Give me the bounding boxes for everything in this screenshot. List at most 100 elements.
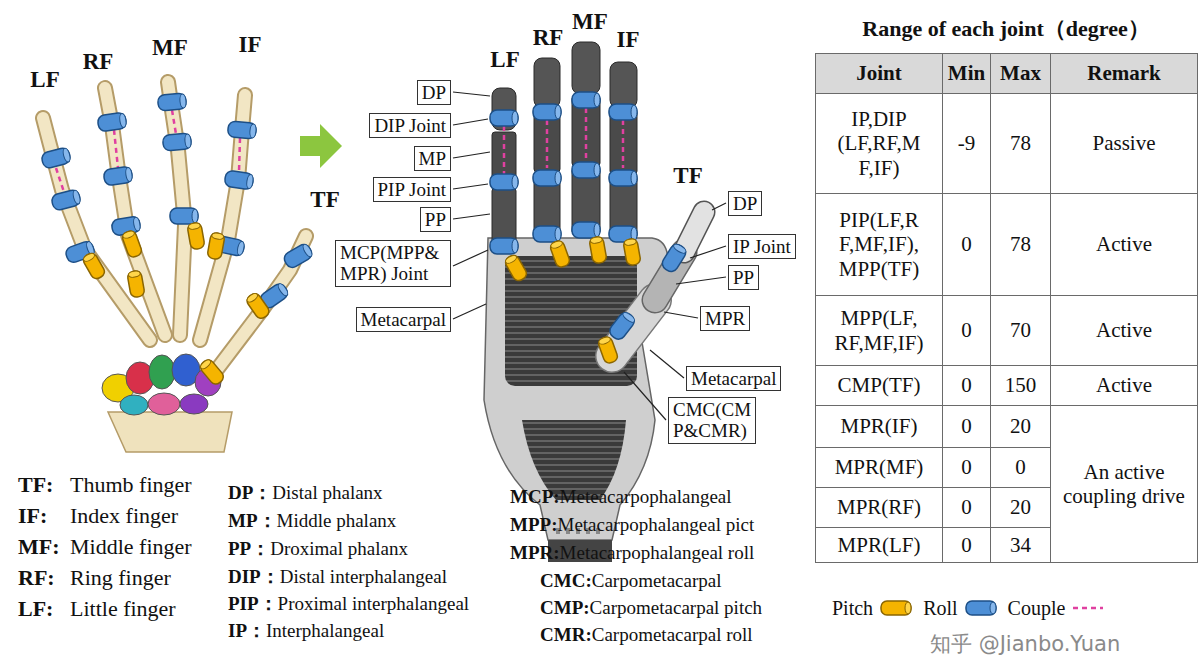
- finger-name: LF: [30, 67, 59, 93]
- legend-swatch: [1069, 596, 1107, 620]
- abbreviation-line: LF:Little finger: [18, 596, 176, 622]
- callout-box: DP: [417, 80, 451, 105]
- table-cell: 0: [942, 295, 990, 365]
- abbreviation-meaning: Carpometacarpal pitch: [590, 597, 763, 618]
- legend-swatch: [877, 596, 915, 620]
- table-title: Range of each joint（degree）: [862, 16, 1149, 41]
- roll-symbol: [966, 601, 996, 615]
- table-value: MPR(MF): [835, 455, 924, 479]
- table-cell: 20: [990, 487, 1050, 527]
- table-header: Max: [1000, 61, 1041, 85]
- callout-box: MPR: [700, 306, 750, 331]
- abbreviation-line: CMP:Carpometacarpal pitch: [540, 597, 762, 619]
- abbreviation-key: RF:: [18, 565, 70, 591]
- legend-text: Pitch: [832, 597, 873, 620]
- abbreviation-meaning: Index finger: [70, 503, 178, 528]
- abbreviation-line: TF:Thumb finger: [18, 472, 192, 498]
- finger-segments: [492, 42, 637, 246]
- table-value: Passive: [1093, 131, 1156, 155]
- callout-text: CMC(CM P&CMR): [673, 399, 751, 442]
- abbreviation-meaning: Metacarpophalangeal pict: [557, 514, 754, 535]
- table-value: IP,DIP (LF,RF,M F,IF): [820, 107, 938, 179]
- table-value: MPP(LF, RF,MF,IF): [820, 306, 938, 354]
- table-cell: Active: [1050, 193, 1197, 295]
- table-cell: 78: [990, 93, 1050, 193]
- table-cell: MPR(MF): [815, 447, 942, 487]
- table-cell: Active: [1050, 295, 1197, 365]
- table-cell: 0: [942, 527, 990, 562]
- green-arrow: [300, 124, 342, 168]
- abbreviation-key: PIP：: [228, 593, 278, 614]
- table-value: 0: [961, 373, 972, 397]
- roll-symbol-end: [990, 602, 996, 614]
- table-cell: MPR(LF): [815, 527, 942, 562]
- abbreviation-key: MPR:: [510, 542, 560, 563]
- abbreviation-key: IF:: [18, 503, 70, 529]
- table-value: 0: [961, 232, 972, 256]
- table-value: 150: [1005, 373, 1037, 397]
- callout-text: IP Joint: [733, 236, 791, 257]
- abbreviation-line: MCP:Meteacarpophalangeal: [510, 486, 732, 508]
- table-value: 0: [961, 495, 972, 519]
- callout-text: DIP Joint: [374, 115, 446, 136]
- abbreviation-key: MPP:: [510, 514, 557, 535]
- table-value: 78: [1010, 131, 1031, 155]
- abbreviation-line: PP：Droximal phalanx: [228, 536, 408, 562]
- callout-box: DP: [728, 191, 762, 216]
- abbreviation-meaning: Distal interphalangeal: [280, 566, 447, 587]
- table-cell: 0: [942, 405, 990, 447]
- joint-cylinders: [40, 93, 314, 387]
- abbreviation-key: MF:: [18, 534, 70, 560]
- callout-box: PP: [420, 207, 451, 232]
- callout-text: DP: [422, 82, 446, 103]
- table-value: CMP(TF): [838, 373, 921, 397]
- finger-name: MF: [572, 9, 608, 35]
- table-value: MPR(LF): [838, 533, 921, 557]
- abbreviation-line: PIP：Proximal interphalangeal: [228, 591, 469, 617]
- legend-text: Couple: [1008, 597, 1066, 620]
- bone-fill: [43, 82, 306, 372]
- abbreviation-key: TF:: [18, 472, 70, 498]
- abbreviation-line: CMR:Carpometacarpal roll: [540, 624, 753, 646]
- table-cell: 150: [990, 365, 1050, 405]
- table-cell: Max: [990, 53, 1050, 93]
- bone-outline: [43, 82, 306, 372]
- table-cell: IP,DIP (LF,RF,M F,IF): [815, 93, 942, 193]
- abbreviation-line: CMC:Carpometacarpal: [540, 570, 721, 592]
- table-cell: MPR(IF): [815, 405, 942, 447]
- abbreviation-line: RF:Ring finger: [18, 565, 171, 591]
- finger-name: MF: [152, 35, 188, 61]
- table-value: 34: [1010, 533, 1031, 557]
- callout-box: Metacarpal: [686, 366, 781, 391]
- pitch-symbol-end: [905, 602, 911, 614]
- finger-name: RF: [83, 49, 114, 75]
- table-frame: [815, 53, 1198, 563]
- finger-name: TF: [310, 187, 339, 213]
- abbreviation-key: PP：: [228, 538, 270, 559]
- callout-box: IP Joint: [728, 234, 796, 259]
- abbreviation-line: DIP：Distal interphalangeal: [228, 564, 447, 590]
- legend-text: Roll: [923, 597, 957, 620]
- abbreviation-meaning: Little finger: [70, 596, 176, 621]
- callout-text: DP: [733, 193, 757, 214]
- table-cell: Active: [1050, 365, 1197, 405]
- table-value: PIP(LF,R F,MF,IF), MPP(TF): [820, 208, 938, 280]
- abbreviation-key: LF:: [18, 596, 70, 622]
- abbreviation-line: IF:Index finger: [18, 503, 178, 529]
- table-header: Min: [948, 61, 985, 85]
- table-value: An active coupling drive: [1055, 460, 1193, 508]
- callout-text: PP: [425, 209, 446, 230]
- finger-name: IF: [239, 32, 262, 58]
- abbreviation-meaning: Distal phalanx: [272, 482, 382, 503]
- pitch-symbol: [881, 601, 911, 615]
- table-value: 0: [961, 455, 972, 479]
- callout-box: PP: [728, 265, 759, 290]
- table-cell: 0: [942, 487, 990, 527]
- abbreviation-line: IP：Interphalangeal: [228, 618, 384, 644]
- table-cell: Joint: [815, 53, 942, 93]
- table-cell: 34: [990, 527, 1050, 562]
- callout-text: Metacarpal: [691, 368, 776, 389]
- callout-box: CMC(CM P&CMR): [668, 397, 756, 444]
- table-header: Joint: [856, 61, 902, 85]
- abbreviation-meaning: Droximal phalanx: [270, 538, 408, 559]
